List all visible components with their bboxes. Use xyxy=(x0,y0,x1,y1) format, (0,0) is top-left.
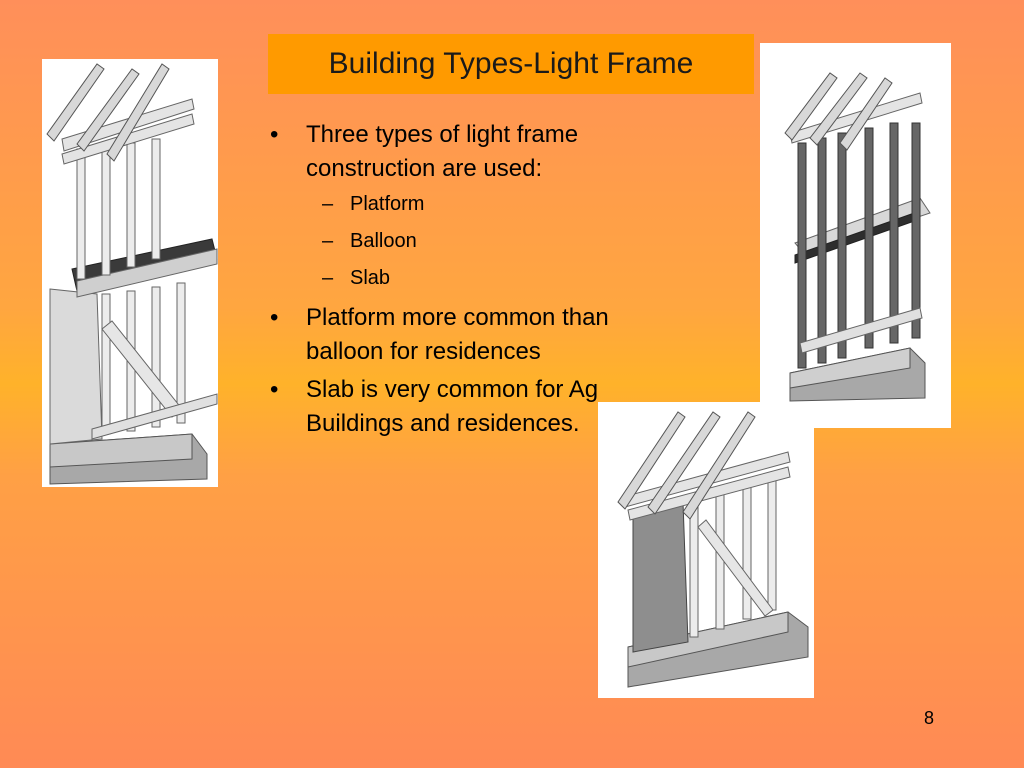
sub-bullet-marker: – xyxy=(322,230,334,252)
page-number: 8 xyxy=(924,708,935,728)
sub-bullet-text: Platform xyxy=(350,193,425,215)
slide-title-box: Building Types-Light Frame xyxy=(268,34,754,94)
sub-bullet-item: – Balloon xyxy=(262,227,612,255)
sub-bullet-item: – Platform xyxy=(262,190,612,218)
balloon-frame-illustration xyxy=(760,43,951,428)
bullet-marker: • xyxy=(270,376,279,403)
sub-bullet-text: Balloon xyxy=(350,230,417,252)
sub-bullet-text: Slab xyxy=(350,267,391,289)
bullet-list: • Three types of light frame constructio… xyxy=(262,118,612,445)
bullet-item: • Three types of light frame constructio… xyxy=(262,118,612,186)
slab-frame-illustration xyxy=(598,402,814,698)
bullet-marker: • xyxy=(270,121,279,148)
bullet-item: • Platform more common than balloon for … xyxy=(262,301,612,369)
bullet-text: Slab is very common for Ag Buildings and… xyxy=(306,376,599,437)
bullet-marker: • xyxy=(270,304,279,331)
sub-bullet-item: – Slab xyxy=(262,264,612,292)
bullet-text: Platform more common than balloon for re… xyxy=(306,304,609,365)
slide-title: Building Types-Light Frame xyxy=(328,47,694,80)
sub-bullet-marker: – xyxy=(322,267,334,289)
sub-bullet-marker: – xyxy=(322,193,334,215)
bullet-text: Three types of light frame construction … xyxy=(306,121,579,182)
bullet-item: • Slab is very common for Ag Buildings a… xyxy=(262,373,612,441)
platform-frame-illustration xyxy=(42,59,218,487)
